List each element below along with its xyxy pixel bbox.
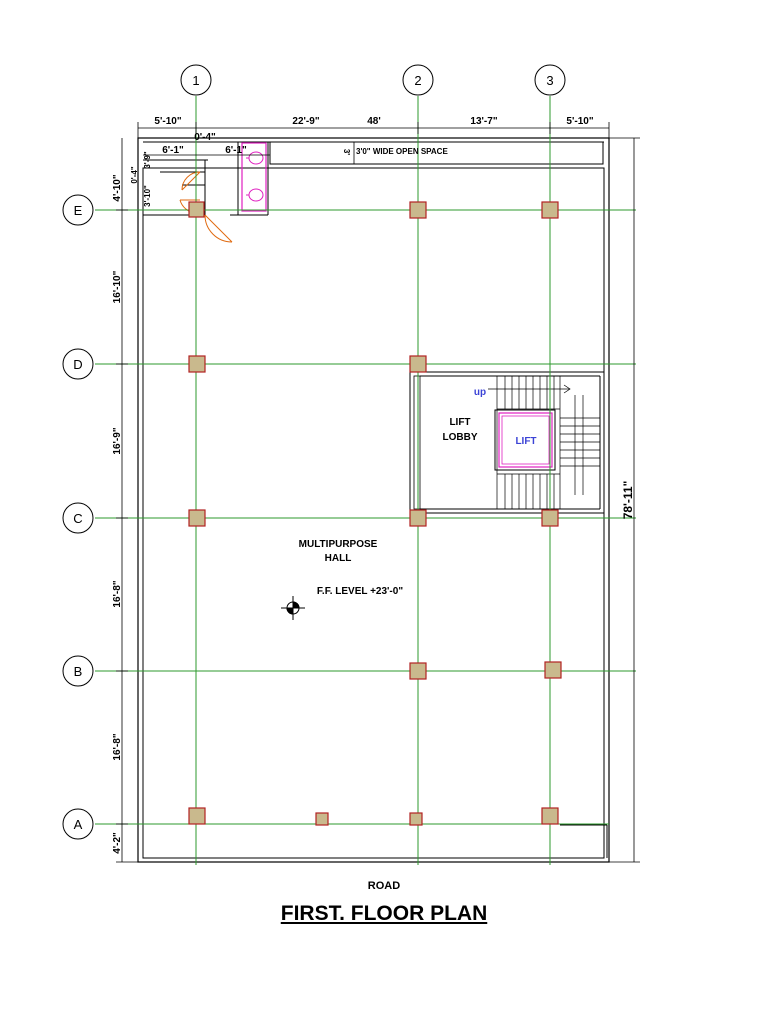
column xyxy=(541,509,559,527)
level-label: F.F. LEVEL +23'-0" xyxy=(317,586,403,597)
lobby-label-line2: LOBBY xyxy=(443,432,478,443)
dim-left-e: 4'-10" xyxy=(112,174,123,201)
grid-label-D: D xyxy=(73,357,82,372)
column xyxy=(409,509,427,527)
road-label: ROAD xyxy=(367,880,401,892)
grid-label-C: C xyxy=(73,511,82,526)
column xyxy=(188,807,206,825)
door-swing-icon xyxy=(204,214,233,243)
column xyxy=(541,201,559,219)
lift-label: LIFT xyxy=(515,436,536,447)
hall-label-line2: HALL xyxy=(325,553,352,564)
grid-bubble-3 xyxy=(534,64,566,96)
toilet-fixtures xyxy=(241,142,267,212)
grid-bubbles xyxy=(62,64,566,840)
column xyxy=(409,662,427,680)
grid-label-1: 1 xyxy=(192,73,199,88)
dim-small-3: 3'-10" xyxy=(143,185,152,207)
column xyxy=(541,807,559,825)
dim-small-2: 0'-4" xyxy=(130,166,139,183)
dim-top-4: 13'-7" xyxy=(470,116,497,127)
dim-toilet-b: 6'-1" xyxy=(225,145,247,156)
grid-bubble-E xyxy=(62,194,94,226)
left-dimensions: 4'-10" 16'-10" 16'-9" 16'-8" 16'-8" 4'-2… xyxy=(112,151,152,854)
room-labels: MULTIPURPOSE HALL F.F. LEVEL +23'-0" LIF… xyxy=(299,387,537,597)
doors xyxy=(179,171,233,243)
grid-bubble-D xyxy=(62,348,94,380)
dim-toilet-a: 6'-1" xyxy=(162,145,184,156)
stair-treads-bottom xyxy=(504,474,555,509)
column xyxy=(409,201,427,219)
grid-label-A: A xyxy=(74,817,83,832)
lobby-label-line1: LIFT xyxy=(449,417,470,428)
level-marker-icon xyxy=(281,596,305,620)
open-space-dim: 3' xyxy=(342,149,351,155)
dim-left-ed: 16'-10" xyxy=(112,270,123,303)
fixture-outline xyxy=(241,142,267,212)
plan-title: FIRST. FLOOR PLAN xyxy=(280,902,488,925)
stair-treads-top xyxy=(504,376,555,409)
dim-small-1: 3'-9" xyxy=(143,151,152,168)
grid-label-2: 2 xyxy=(414,73,421,88)
dimension-lines xyxy=(116,122,640,863)
dim-top-5: 5'-10" xyxy=(566,116,593,127)
lift-shaft xyxy=(494,409,556,471)
column xyxy=(409,812,423,826)
dim-left-ba: 16'-8" xyxy=(112,733,123,760)
staircase xyxy=(488,376,600,509)
dim-left-cb: 16'-8" xyxy=(112,580,123,607)
grid-label-E: E xyxy=(74,203,83,218)
door-swing-icon xyxy=(181,171,201,191)
column xyxy=(188,201,205,218)
dim-top-1: 5'-10" xyxy=(154,116,181,127)
dim-left-a: 4'-2" xyxy=(112,832,123,854)
dim-wall: 0'-4" xyxy=(194,132,216,143)
wc-icon xyxy=(248,188,264,202)
column xyxy=(409,355,427,373)
stair-treads-side xyxy=(560,417,600,467)
grid-bubble-2 xyxy=(402,64,434,96)
dim-top-3: 48' xyxy=(367,116,381,127)
column xyxy=(188,355,206,373)
hall-label-line1: MULTIPURPOSE xyxy=(299,539,378,550)
grid-bubble-C xyxy=(62,502,94,534)
columns xyxy=(188,201,562,826)
building-walls xyxy=(137,137,610,863)
grid-bubble-labels: 1 2 3 E D C B A xyxy=(73,73,553,832)
open-space-label: 3'0" WIDE OPEN SPACE xyxy=(356,147,448,156)
column xyxy=(315,812,329,826)
top-dimensions: 5'-10" 22'-9" 48' 13'-7" 5'-10" 0'-4" 6'… xyxy=(154,116,593,156)
column xyxy=(188,509,206,527)
column xyxy=(544,661,562,679)
dim-right-overall: 78'-11" xyxy=(621,481,635,520)
grid-bubble-A xyxy=(62,808,94,840)
grid-label-B: B xyxy=(74,664,83,679)
dim-left-dc: 16'-9" xyxy=(112,427,123,454)
dim-top-2: 22'-9" xyxy=(292,116,319,127)
wc-icon xyxy=(248,151,264,165)
grid-label-3: 3 xyxy=(546,73,553,88)
grid-bubble-1 xyxy=(180,64,212,96)
stair-up-label: up xyxy=(474,387,486,398)
grid-bubble-B xyxy=(62,655,94,687)
